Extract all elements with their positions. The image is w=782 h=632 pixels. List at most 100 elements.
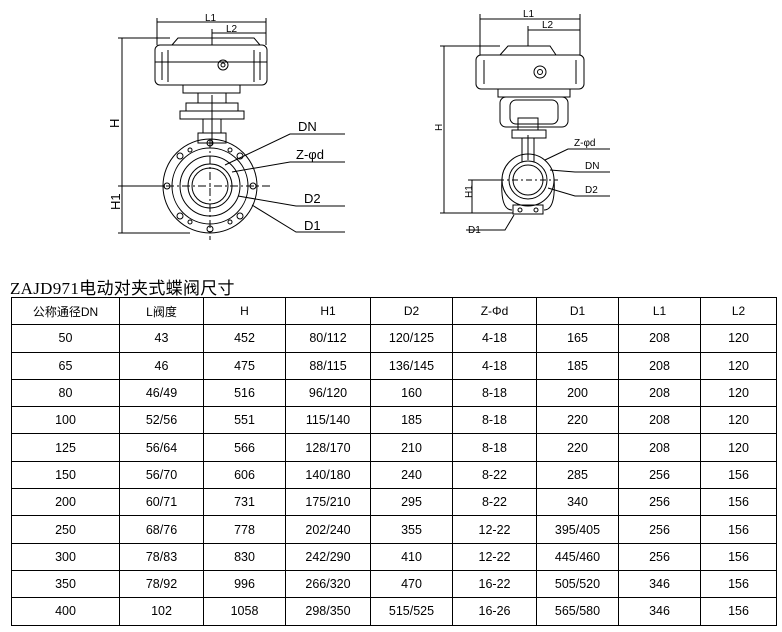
right-d2-label: D2 bbox=[585, 185, 598, 196]
header-h: H bbox=[203, 296, 286, 326]
cell-z: 16-22 bbox=[452, 569, 537, 599]
cell-d1: 220 bbox=[536, 433, 619, 462]
right-valve-drawing: L1 L2 H H1 D1 bbox=[434, 9, 610, 236]
cell-d2: 295 bbox=[370, 488, 453, 517]
table-title: ZAJD971电动对夹式蝶阀尺寸 bbox=[10, 279, 235, 298]
cell-dn: 100 bbox=[11, 406, 120, 435]
left-d2-label: D2 bbox=[304, 191, 321, 206]
cell-d1: 200 bbox=[536, 378, 619, 408]
cell-z: 4-18 bbox=[452, 351, 537, 380]
right-l2-label: L2 bbox=[542, 20, 554, 31]
cell-d2: 240 bbox=[370, 460, 453, 490]
left-l1-label: L1 bbox=[205, 13, 217, 24]
cell-l2: 156 bbox=[700, 460, 777, 490]
cell-z: 12-22 bbox=[452, 515, 537, 544]
cell-l: 46 bbox=[119, 351, 204, 380]
cell-h1: 128/170 bbox=[285, 433, 371, 462]
cell-d2: 120/125 bbox=[370, 324, 453, 353]
cell-l2: 156 bbox=[700, 515, 777, 544]
cell-l1: 208 bbox=[618, 324, 701, 353]
cell-l: 68/76 bbox=[119, 515, 204, 544]
cell-h1: 96/120 bbox=[285, 378, 371, 408]
left-z-label: Z-φd bbox=[296, 147, 324, 162]
cell-dn: 65 bbox=[11, 351, 120, 380]
cell-h: 475 bbox=[203, 351, 286, 380]
cell-dn: 300 bbox=[11, 542, 120, 571]
cell-l: 52/56 bbox=[119, 406, 204, 435]
cell-l2: 120 bbox=[700, 433, 777, 462]
cell-l2: 156 bbox=[700, 569, 777, 599]
left-l2-label: L2 bbox=[226, 24, 238, 35]
technical-drawings: L1 L2 bbox=[0, 0, 782, 270]
cell-h1: 202/240 bbox=[285, 515, 371, 544]
cell-dn: 250 bbox=[11, 515, 120, 544]
cell-h1: 80/112 bbox=[285, 324, 371, 353]
cell-l: 78/83 bbox=[119, 542, 204, 571]
cell-h: 830 bbox=[203, 542, 286, 571]
left-dn-label: DN bbox=[298, 119, 317, 134]
header-z: Z-Φd bbox=[452, 296, 537, 326]
cell-l2: 120 bbox=[700, 351, 777, 380]
cell-dn: 125 bbox=[11, 433, 120, 462]
cell-d1: 165 bbox=[536, 324, 619, 353]
right-h-label: H bbox=[434, 124, 445, 131]
cell-h1: 175/210 bbox=[285, 488, 371, 517]
cell-l1: 346 bbox=[618, 597, 701, 626]
right-d1-label: D1 bbox=[468, 225, 481, 236]
cell-d1: 220 bbox=[536, 406, 619, 435]
cell-dn: 200 bbox=[11, 488, 120, 517]
cell-l: 78/92 bbox=[119, 569, 204, 599]
header-d1: D1 bbox=[536, 296, 619, 326]
cell-z: 8-18 bbox=[452, 378, 537, 408]
cell-h1: 140/180 bbox=[285, 460, 371, 490]
cell-l2: 120 bbox=[700, 378, 777, 408]
cell-z: 8-18 bbox=[452, 433, 537, 462]
cell-d1: 505/520 bbox=[536, 569, 619, 599]
cell-l: 46/49 bbox=[119, 378, 204, 408]
cell-d1: 565/580 bbox=[536, 597, 619, 626]
cell-d1: 185 bbox=[536, 351, 619, 380]
cell-dn: 150 bbox=[11, 460, 120, 490]
cell-l1: 256 bbox=[618, 542, 701, 571]
cell-l2: 156 bbox=[700, 597, 777, 626]
cell-h: 452 bbox=[203, 324, 286, 353]
cell-dn: 350 bbox=[11, 569, 120, 599]
cell-h: 731 bbox=[203, 488, 286, 517]
cell-d2: 210 bbox=[370, 433, 453, 462]
cell-l2: 120 bbox=[700, 406, 777, 435]
cell-h1: 115/140 bbox=[285, 406, 371, 435]
cell-l: 56/70 bbox=[119, 460, 204, 490]
cell-l: 60/71 bbox=[119, 488, 204, 517]
cell-d2: 355 bbox=[370, 515, 453, 544]
cell-d2: 410 bbox=[370, 542, 453, 571]
header-l2: L2 bbox=[700, 296, 777, 326]
right-h1-label: H1 bbox=[464, 185, 475, 198]
cell-d2: 160 bbox=[370, 378, 453, 408]
cell-d2: 185 bbox=[370, 406, 453, 435]
left-d1-label: D1 bbox=[304, 218, 321, 233]
cell-l1: 256 bbox=[618, 460, 701, 490]
cell-h: 551 bbox=[203, 406, 286, 435]
right-dn-label: DN bbox=[585, 161, 599, 172]
cell-h1: 298/350 bbox=[285, 597, 371, 626]
cell-h: 778 bbox=[203, 515, 286, 544]
cell-h1: 242/290 bbox=[285, 542, 371, 571]
cell-z: 4-18 bbox=[452, 324, 537, 353]
cell-z: 16-26 bbox=[452, 597, 537, 626]
cell-l1: 346 bbox=[618, 569, 701, 599]
left-h-label: H bbox=[107, 119, 122, 128]
cell-h: 996 bbox=[203, 569, 286, 599]
cell-l: 102 bbox=[119, 597, 204, 626]
cell-d2: 515/525 bbox=[370, 597, 453, 626]
table-header-row: 公称通径DN L阀度 H H1 D2 Z-Φd D1 L1 L2 bbox=[11, 296, 777, 326]
cell-d1: 285 bbox=[536, 460, 619, 490]
cell-h1: 88/115 bbox=[285, 351, 371, 380]
